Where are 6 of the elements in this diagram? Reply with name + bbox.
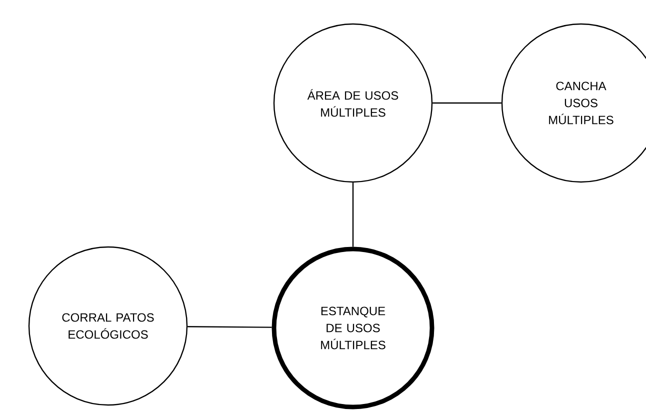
circle-node: ESTANQUE DE USOS MÚLTIPLES (272, 246, 434, 410)
circle-node: CORRAL PATOS ECOLÓGICOS (28, 246, 188, 406)
connector-line (352, 182, 354, 247)
connector-line (188, 326, 272, 328)
circle-node: ÁREA DE USOS MÚLTIPLES (273, 23, 433, 183)
connector-line (432, 102, 502, 104)
